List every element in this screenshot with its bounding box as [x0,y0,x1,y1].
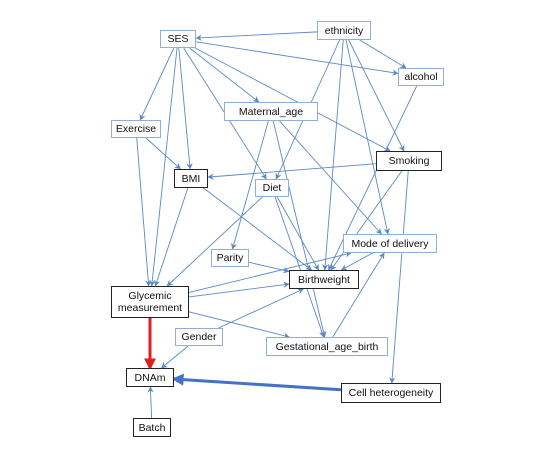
edge-gestational-age-birth-to-mode-of-delivery [332,252,385,338]
node-parity: Parity [211,249,249,267]
edge-maternal-age-to-parity [231,120,269,250]
node-maternal-age-label: Maternal_age [238,105,304,118]
node-gender: Gender [175,328,223,346]
node-bmi-label: BMI [181,172,201,185]
edge-ethnicity-to-ses [195,31,318,41]
edge-glycemic-measurement-to-birthweight [188,281,290,298]
node-batch: Batch [133,418,171,437]
strong-edge-cell-heterogeneity-to-dnam [171,373,342,392]
edge-maternal-age-to-mode-of-delivery [279,120,382,235]
edge-diet-to-birthweight [276,196,319,271]
node-ethnicity: ethnicity [317,21,371,40]
edge-ses-to-glycemic-measurement [149,47,178,287]
edge-bmi-to-glycemic-measurement [154,187,189,287]
edge-ethnicity-to-birthweight [322,39,344,271]
node-glycemic-measurement-label: Glycemic measurement [117,290,183,314]
node-cell-heterogeneity-label: Cell heterogeneity [348,387,434,399]
edge-glycemic-measurement-to-mode-of-delivery [188,251,352,293]
node-ses: SES [160,30,196,48]
edge-bmi-to-birthweight [203,187,312,271]
node-mode-of-delivery-label: Mode of delivery [351,237,429,250]
node-exercise-label: Exercise [115,123,157,135]
node-exercise: Exercise [111,120,161,138]
node-maternal-age: Maternal_age [224,102,318,121]
node-diet: Diet [255,179,289,197]
node-parity-label: Parity [216,252,244,264]
edge-batch-to-dnam [147,386,154,419]
edge-gender-to-dnam [161,345,189,369]
edge-ses-to-bmi [178,47,193,170]
node-alcohol: alcohol [398,68,444,86]
edge-maternal-age-to-gestational-age-birth [272,120,327,338]
node-bmi: BMI [174,169,208,188]
node-glycemic-measurement: Glycemic measurement [111,286,189,318]
node-ses-label: SES [167,33,189,45]
node-smoking-label: Smoking [388,155,430,167]
node-dnam-label: DNAm [134,371,166,384]
node-dnam: DNAm [126,368,174,387]
edge-ethnicity-to-smoking [348,39,405,152]
edge-glycemic-measurement-to-gestational-age-birth [188,311,290,339]
node-mode-of-delivery: Mode of delivery [343,234,437,253]
node-gestational-age-birth: Gestational_age_birth [266,337,388,356]
edge-diet-to-gestational-age-birth [274,196,325,338]
edge-ses-to-maternal-age [189,47,260,103]
node-diet-label: Diet [262,182,282,194]
edge-parity-to-birthweight [248,261,290,274]
node-gender-label: Gender [181,331,217,343]
edge-exercise-to-bmi [145,137,181,170]
node-gestational-age-birth-label: Gestational_age_birth [275,340,379,353]
edge-mode-of-delivery-to-birthweight [340,252,373,271]
edge-smoking-to-bmi [207,163,377,180]
edge-smoking-to-cell-heterogeneity [389,170,409,384]
edge-smoking-to-birthweight [330,170,403,271]
edge-ethnicity-to-mode-of-delivery [345,39,390,235]
node-alcohol-label: alcohol [404,71,438,83]
edge-ses-to-exercise [139,47,175,121]
node-ethnicity-label: ethnicity [324,24,364,37]
node-cell-heterogeneity: Cell heterogeneity [341,383,441,403]
node-birthweight-label: Birthweight [298,273,350,286]
node-smoking: Smoking [376,151,442,171]
edge-gender-to-birthweight [218,288,304,329]
edge-ses-to-smoking [194,47,391,152]
node-batch-label: Batch [138,421,166,434]
edge-ses-to-alcohol [195,41,399,76]
edge-diet-to-glycemic-measurement [166,196,263,287]
node-birthweight: Birthweight [289,270,359,289]
edge-ethnicity-to-alcohol [359,39,407,69]
edge-exercise-to-glycemic-measurement [136,137,152,287]
